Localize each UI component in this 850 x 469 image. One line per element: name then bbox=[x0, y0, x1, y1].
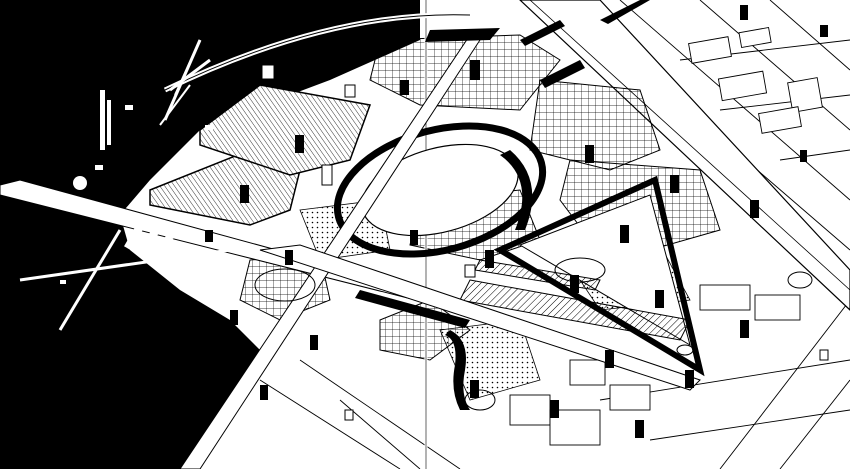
right-building-blocks bbox=[509, 26, 823, 446]
curved-path bbox=[445, 330, 470, 410]
central-ring bbox=[333, 122, 547, 258]
linear-building bbox=[459, 279, 691, 341]
lower-terrace-hatch bbox=[150, 150, 300, 225]
upper-terrace-hatch bbox=[200, 85, 370, 175]
black-bars bbox=[355, 0, 650, 328]
white-cubes bbox=[261, 64, 829, 421]
linear-building-2 bbox=[474, 259, 601, 291]
tower-markers bbox=[205, 5, 828, 438]
void-markers bbox=[60, 105, 213, 284]
avenue-centerline bbox=[529, 0, 850, 291]
jetty-piers bbox=[100, 90, 214, 281]
main-roads bbox=[0, 34, 701, 469]
great-arc-edge bbox=[164, 14, 471, 91]
needle-spikes bbox=[159, 39, 201, 126]
curved-bar bbox=[500, 150, 533, 230]
diagonal-avenue bbox=[519, 0, 850, 311]
